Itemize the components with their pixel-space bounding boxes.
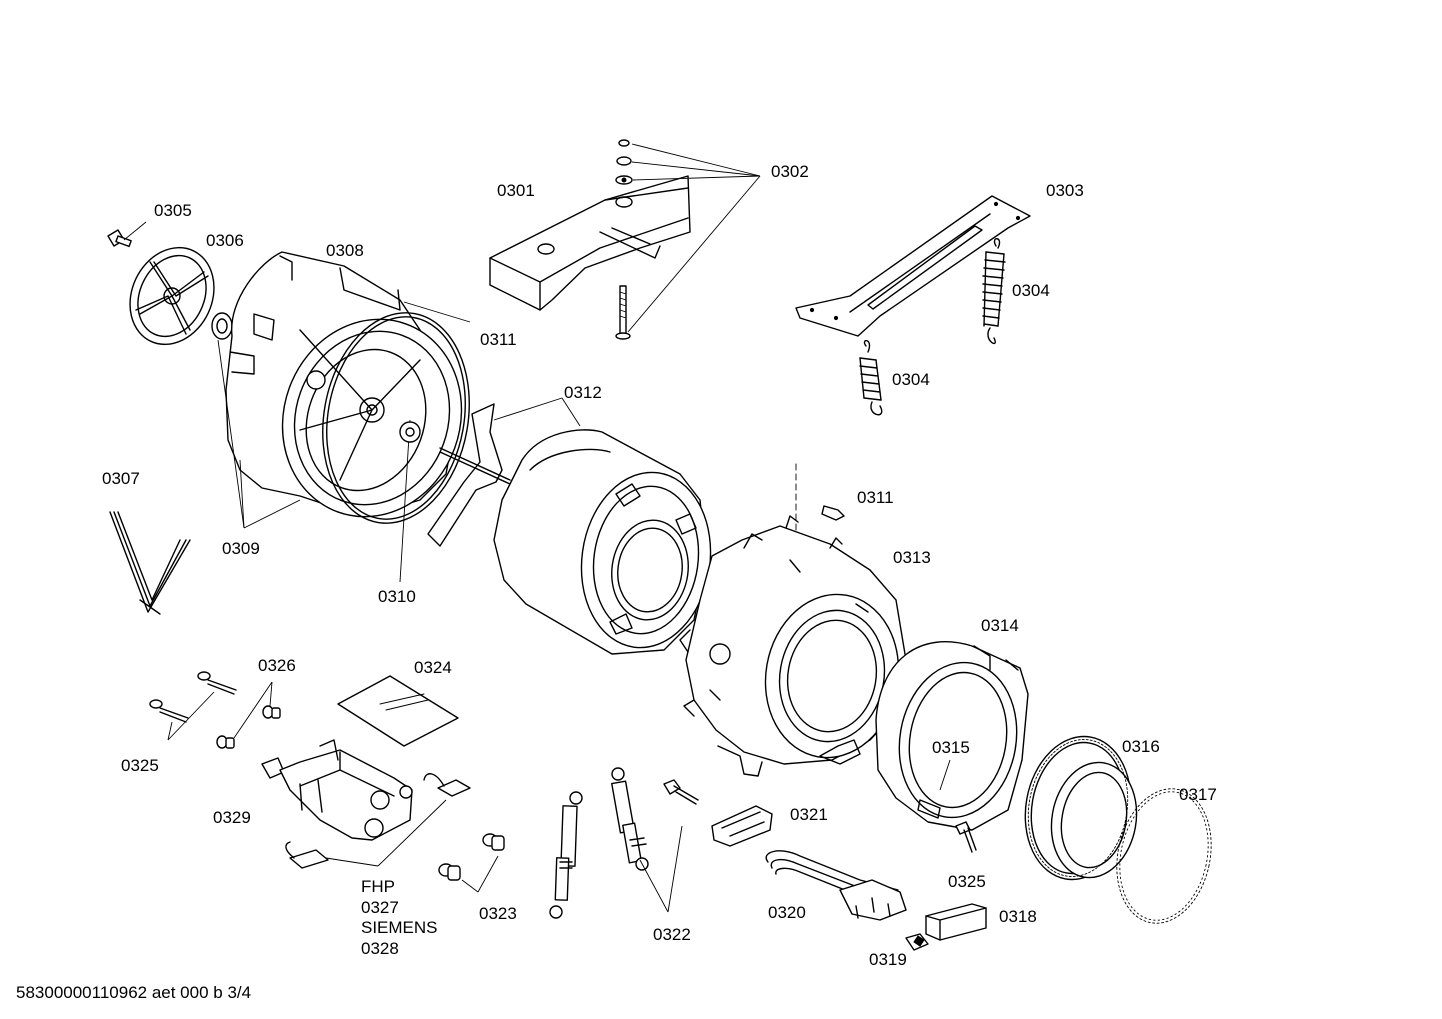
leader-0305 [123, 221, 147, 241]
spring-left-part [859, 339, 883, 416]
damper-right-part [611, 767, 649, 871]
label-0323: 0323 [479, 904, 517, 923]
label-0320: 0320 [768, 903, 806, 922]
leader-0312b [561, 397, 581, 427]
leader-0327-0328a [377, 799, 447, 867]
label-0302: 0302 [771, 162, 809, 181]
label-0303: 0303 [1046, 181, 1084, 200]
leader-0310 [399, 419, 411, 583]
leader-0327-0328b [325, 857, 379, 867]
screw-0325-right-part [955, 821, 977, 853]
door-seal-part [1024, 735, 1138, 881]
spring-right-part [982, 238, 1006, 344]
leader-0312a [493, 397, 563, 421]
label-0311-upper: 0311 [480, 330, 517, 349]
label-0321: 0321 [790, 805, 828, 824]
label-0318: 0318 [999, 907, 1037, 926]
counterweight-part [875, 641, 1029, 831]
motor-part [261, 739, 413, 841]
cross-brace-part [795, 195, 1031, 337]
label-0316: 0316 [1122, 737, 1160, 756]
pulley-screw-part [107, 229, 132, 248]
part-labels: 0301 0302 0303 0304 0304 0305 0306 0307 … [102, 162, 1217, 969]
label-0324: 0324 [414, 658, 452, 677]
label-0327: 0327 [361, 898, 399, 917]
damper-bolt-part [663, 779, 699, 805]
leader-0315 [939, 759, 951, 791]
leaders-0309 [217, 339, 301, 529]
label-0312: 0312 [564, 383, 602, 402]
damper-left-part [549, 791, 583, 919]
shaft-bearing-part [399, 421, 421, 443]
carbon-brush-lower-part [285, 841, 329, 869]
sensor-plug-part [905, 933, 929, 951]
label-0305: 0305 [154, 201, 192, 220]
label-0315: 0315 [932, 738, 970, 757]
label-0319: 0319 [869, 950, 907, 969]
label-0307: 0307 [102, 469, 140, 488]
label-0304-lower: 0304 [892, 370, 930, 389]
leader-0311a [403, 301, 471, 323]
document-footer: 58300000110962 aet 000 b 3/4 [16, 983, 251, 1002]
label-siemens: SIEMENS [361, 918, 438, 937]
screw-0311-part [795, 463, 845, 539]
label-0322: 0322 [653, 925, 691, 944]
label-0325-right: 0325 [948, 872, 986, 891]
label-0326: 0326 [258, 656, 296, 675]
leaders-0302 [627, 143, 761, 333]
carbon-brush-upper-part [423, 773, 471, 797]
nts-block-part [925, 903, 987, 941]
label-0313: 0313 [893, 548, 931, 567]
clamp-ring-part [1116, 788, 1212, 924]
label-0311-lower: 0311 [857, 488, 894, 507]
label-0329: 0329 [213, 808, 251, 827]
tub-top-bracket-part [489, 139, 691, 340]
label-0325-left: 0325 [121, 756, 159, 775]
screws-0326-part [216, 681, 281, 749]
label-0308: 0308 [326, 241, 364, 260]
drum-part [493, 429, 712, 655]
label-0328: 0328 [361, 939, 399, 958]
drive-belt-part [109, 511, 191, 615]
tub-seal-part [322, 312, 470, 524]
label-0306: 0306 [206, 231, 244, 250]
label-0304-upper: 0304 [1012, 281, 1050, 300]
tub-holder-part [711, 805, 773, 847]
rubber-bushes-part [438, 833, 505, 893]
label-0317: 0317 [1179, 785, 1217, 804]
rear-tub-part [225, 251, 463, 518]
front-tub-part [679, 515, 907, 777]
label-0314: 0314 [981, 616, 1019, 635]
bearing-part [211, 312, 233, 340]
leaders-0322 [639, 825, 683, 913]
drum-crosspiece-part [427, 403, 539, 547]
label-0310: 0310 [378, 587, 416, 606]
label-0301: 0301 [497, 181, 535, 200]
label-fhp: FHP [361, 877, 395, 896]
screws-0325-part [149, 671, 237, 741]
heater-part [765, 850, 907, 921]
label-0309: 0309 [222, 539, 260, 558]
documentation-sheet-part [337, 675, 459, 747]
pulley-part [129, 246, 215, 346]
